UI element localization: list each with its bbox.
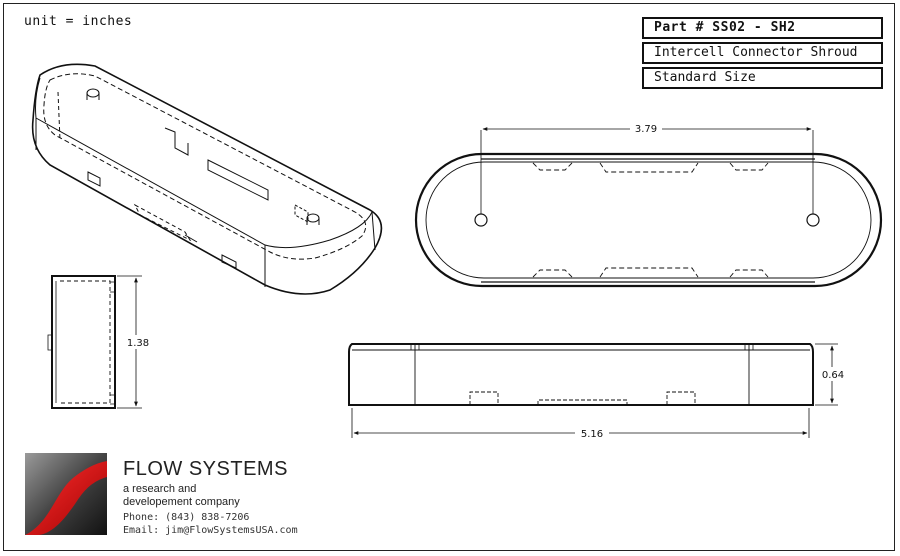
company-info: FLOW SYSTEMS a research and developement… — [123, 458, 298, 537]
company-phone: Phone: (843) 838-7206 — [123, 512, 250, 523]
unit-label: unit = inches — [24, 14, 133, 29]
isometric-view — [31, 63, 383, 295]
drawing-border — [3, 3, 895, 551]
company-tagline-2: developement company — [123, 496, 240, 508]
part-size: Standard Size — [642, 67, 883, 89]
company-email: Email: jim@FlowSystemsUSA.com — [123, 525, 298, 536]
front-view — [348, 343, 838, 438]
side-view — [47, 275, 142, 409]
part-number: Part # SS02 - SH2 — [642, 17, 883, 39]
top-view-hole-right — [806, 213, 820, 227]
top-view-outline — [414, 152, 883, 288]
flow-systems-logo — [25, 453, 107, 535]
top-view — [414, 127, 883, 288]
company-name: FLOW SYSTEMS — [123, 458, 288, 480]
dim-hole-spacing: 3.79 — [635, 124, 657, 135]
part-description: Intercell Connector Shroud — [642, 42, 883, 64]
dim-front-height: 0.64 — [822, 370, 844, 381]
top-view-hole-left — [474, 213, 488, 227]
dim-front-length: 5.16 — [581, 429, 603, 440]
title-block: Part # SS02 - SH2 Intercell Connector Sh… — [642, 17, 883, 92]
company-tagline-1: a research and — [123, 483, 197, 495]
dim-side-height: 1.38 — [127, 338, 149, 349]
